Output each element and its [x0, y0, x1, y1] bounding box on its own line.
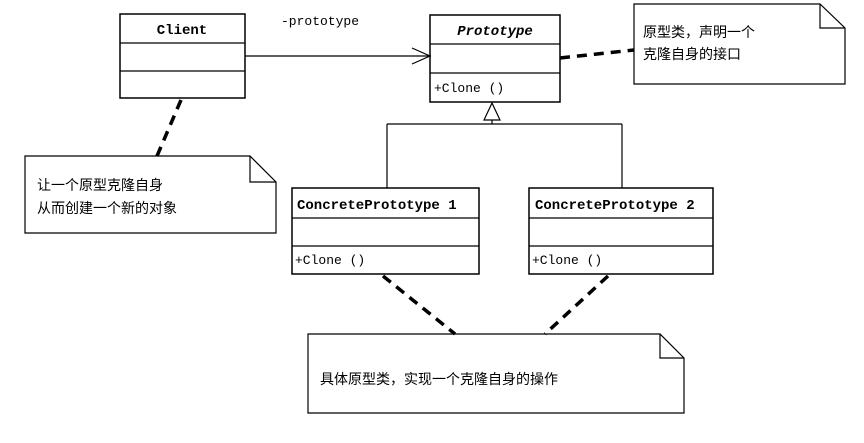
concrete-prototype-1-name: ConcretePrototype 1 — [297, 198, 457, 214]
prototype-note: 原型类，声明一个 克隆自身的接口 — [559, 3, 846, 85]
prototype-note-connector — [559, 48, 635, 60]
client-note-line-2: 从而创建一个新的对象 — [37, 201, 177, 217]
concrete-note: 具体原型类，实现一个克隆自身的操作 — [307, 274, 685, 414]
concrete-note-connector-1 — [381, 274, 457, 336]
association-role-label: -prototype — [281, 14, 359, 29]
association-prototype: -prototype — [245, 14, 432, 65]
prototype-class-name: Prototype — [457, 24, 533, 40]
concrete-prototype-2-clone-operation: +Clone () — [532, 253, 602, 268]
concrete-prototype-1-class: ConcretePrototype 1 +Clone () — [291, 187, 480, 275]
concrete-prototype-1-box — [291, 187, 480, 275]
concrete-note-connector-2 — [543, 274, 610, 336]
generalization-triangle — [483, 101, 501, 121]
concrete-prototype-2-name: ConcretePrototype 2 — [535, 198, 695, 214]
client-note-connector — [155, 99, 183, 157]
prototype-class-box — [429, 14, 561, 103]
client-note-line-1: 让一个原型克隆自身 — [37, 178, 163, 194]
concrete-note-line-1: 具体原型类，实现一个克隆自身的操作 — [320, 372, 558, 388]
generalization-tree — [386, 101, 623, 188]
association-arrowhead — [411, 47, 432, 65]
client-class-name: Client — [157, 23, 207, 39]
prototype-note-line-1: 原型类，声明一个 — [643, 25, 755, 41]
concrete-prototype-1-clone-operation: +Clone () — [295, 253, 365, 268]
prototype-note-box — [633, 3, 846, 85]
client-class: Client — [119, 13, 246, 99]
client-note: 让一个原型克隆自身 从而创建一个新的对象 — [24, 99, 277, 234]
concrete-prototype-2-box — [528, 187, 714, 275]
prototype-clone-operation: +Clone () — [434, 81, 504, 96]
prototype-note-line-2: 克隆自身的接口 — [643, 46, 741, 63]
client-note-fold — [249, 156, 276, 183]
prototype-class: Prototype +Clone () — [429, 14, 561, 103]
client-note-box — [24, 155, 277, 234]
prototype-note-fold — [819, 4, 845, 29]
concrete-note-box — [307, 333, 685, 414]
client-class-box — [119, 13, 246, 99]
concrete-prototype-2-class: ConcretePrototype 2 +Clone () — [528, 187, 714, 275]
concrete-note-fold — [659, 334, 684, 359]
